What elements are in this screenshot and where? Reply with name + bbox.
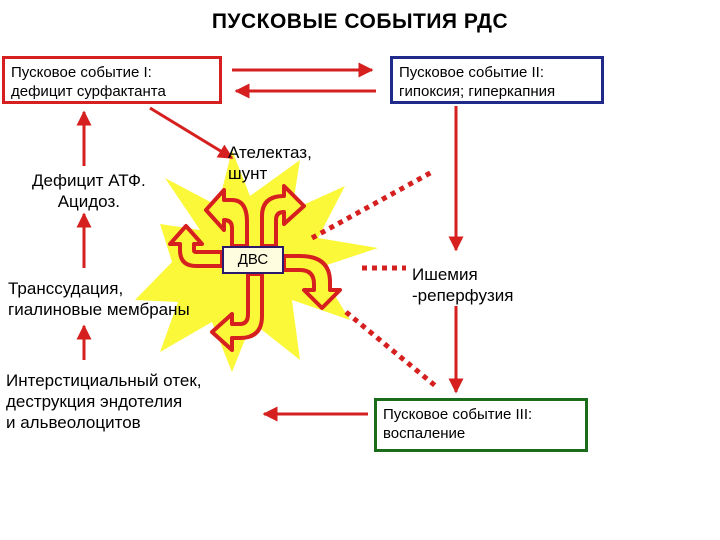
atelectasis-label: Ателектаз, шунт [228,143,312,183]
atp-deficit-label: Дефицит АТФ. Ацидоз. [32,171,146,211]
swirl-arrow-down [210,272,264,352]
trigger-event-3-label: Пусковое событие III: [383,406,533,423]
trigger-event-2-label: Пусковое событие II: [399,64,544,81]
dashed-link-to-box3 [344,310,440,390]
transudation-label: Транссудация, гиалиновые мембраны [8,279,190,319]
dvs-box: ДВС [222,246,284,274]
dashed-link-to-box2 [310,169,434,241]
edema-label: Интерстициальный отек, деструкция эндоте… [6,371,202,432]
trigger-event-1-detail: дефицит сурфактанта [11,83,166,100]
trigger-event-1-label: Пусковое событие I: [11,64,152,81]
swirl-arrows [168,184,342,352]
swirl-arrow-up [204,188,249,248]
ischemia-label: Ишемия -реперфузия [412,265,514,305]
trigger-event-3-detail: воспаление [383,425,466,442]
trigger-event-2-detail: гипоксия; гиперкапния [399,83,556,100]
swirl-arrow-left [168,224,224,268]
trigger-event-1-box: Пусковое событие I: дефицит сурфактанта [2,56,222,104]
trigger-event-2-box: Пусковое событие II: гипоксия; гиперкапн… [390,56,604,104]
arrow-box1-to-atelectasis [149,106,234,160]
swirl-arrow-top [260,184,306,248]
swirl-arrow-right [282,254,342,310]
trigger-event-3-box: Пусковое событие III: воспаление [374,398,588,452]
page-title: ПУСКОВЫЕ СОБЫТИЯ РДС [211,10,509,33]
